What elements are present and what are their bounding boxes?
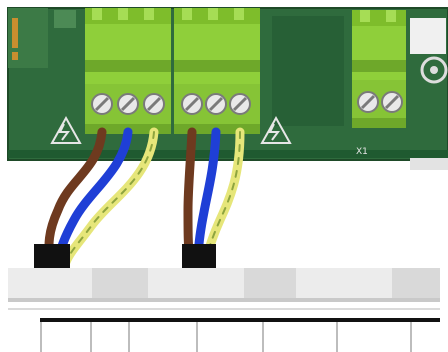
screw-terminal-icon xyxy=(91,93,113,115)
enclosure-housing xyxy=(8,268,440,352)
screw-terminal-icon xyxy=(181,93,203,115)
terminal-block xyxy=(352,10,406,128)
screw-terminal-icon xyxy=(229,93,251,115)
silk-label: X1 xyxy=(356,147,368,157)
screw-terminal-icon xyxy=(117,93,139,115)
cable-sleeve xyxy=(34,244,70,268)
terminal-block xyxy=(85,8,171,134)
warning-symbol xyxy=(260,115,292,144)
mount-bracket xyxy=(410,158,448,170)
cable-sleeve xyxy=(182,244,216,268)
screw-terminal-icon xyxy=(205,93,227,115)
screw-terminal-icon xyxy=(143,93,165,115)
screw-terminal-icon xyxy=(357,91,379,113)
screw-terminal-icon xyxy=(381,91,403,113)
terminal-block xyxy=(174,8,260,134)
warning-symbol xyxy=(50,115,82,144)
